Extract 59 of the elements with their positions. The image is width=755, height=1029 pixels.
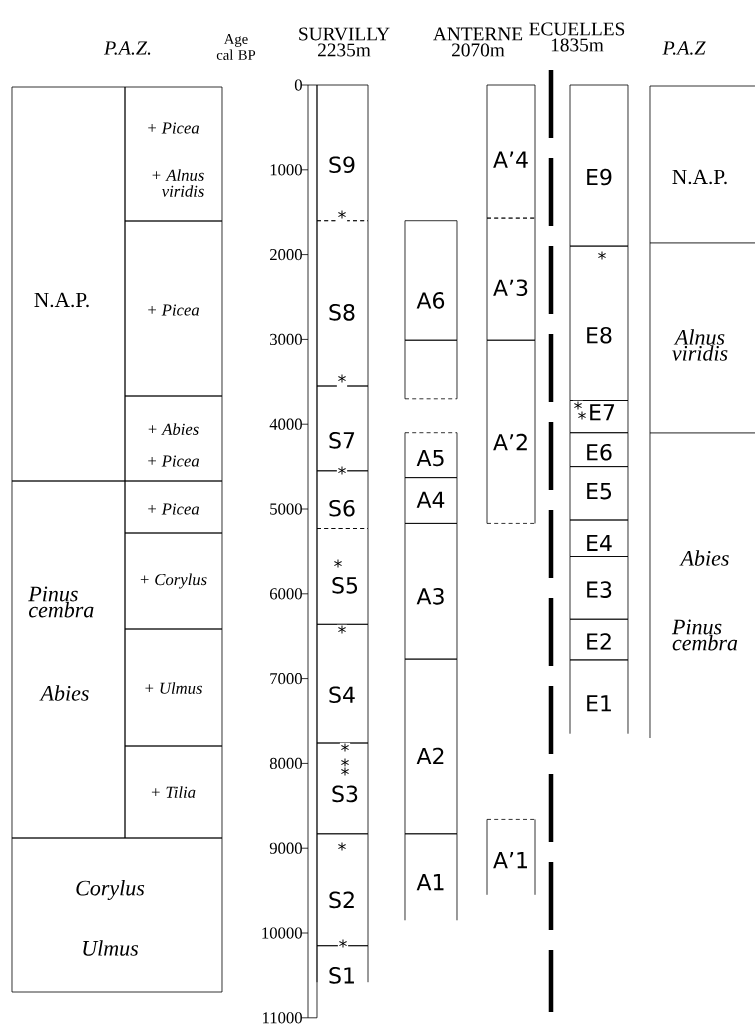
zone-cell: Corylus Ulmus (11, 837, 223, 993)
asterisk-mark: * (336, 624, 348, 640)
column-header: SURVILLY 2235m (299, 27, 390, 57)
zone-box: E4 (569, 519, 629, 557)
zone-box: A’1 (486, 819, 536, 896)
zone-box: A’3 (486, 217, 536, 341)
zone-box: E6 (569, 432, 629, 467)
zone-cell: + Picea + Alnus viridis (124, 86, 223, 222)
zone-box: E1 (569, 659, 629, 735)
zone-box: A3 (404, 523, 458, 660)
column-header: P.A.Z (662, 41, 706, 55)
zone-box: A6 (404, 220, 458, 341)
zone-box: A’4 (486, 84, 536, 219)
asterisk-mark: * (339, 742, 351, 758)
zone-box: A2 (404, 658, 458, 835)
zone-box: A5 (404, 432, 458, 478)
asterisk-mark: * (336, 209, 348, 225)
tick-label: 5000 (270, 503, 302, 515)
tick-label: 0 (294, 79, 302, 91)
asterisk-mark: * (336, 841, 348, 857)
zone-box (404, 339, 458, 400)
asterisk-mark: * (337, 938, 349, 954)
column-header: P.A.Z. (103, 41, 151, 55)
zone-cell: Abies Pinus cembra (649, 432, 755, 739)
tick-label: 6000 (270, 588, 302, 600)
tick-label: 8000 (269, 757, 302, 770)
zone-cell: + Abies + Picea (124, 395, 223, 482)
zone-cell: + Ulmus (124, 628, 223, 747)
asterisk-mark: * (336, 373, 348, 389)
zone-cell: Pinus cembra Abies (11, 480, 126, 839)
tick-label: 7000 (270, 673, 302, 685)
tick-label: 11000 (263, 1012, 302, 1024)
zone-cell: + Tilia (124, 745, 223, 839)
zone-box: A1 (404, 833, 458, 921)
tick-label: 3000 (270, 333, 302, 346)
zone-cell: Alnus viridis (649, 242, 755, 434)
zone-box: E9 (569, 84, 629, 247)
tick-label: 1000 (270, 164, 302, 176)
zone-box: E3 (569, 556, 629, 620)
zone-cell: + Corylus (124, 532, 223, 630)
zone-box: A4 (404, 477, 458, 524)
zone-cell: N.A.P. (11, 86, 126, 482)
zone-cell: + Picea (124, 220, 223, 397)
zone-cell: + Picea (124, 480, 223, 534)
asterisk-mark: * (596, 250, 608, 266)
zone-box: A’2 (486, 339, 536, 524)
zone-box: E5 (569, 466, 629, 521)
zone-cell: N.A.P. (649, 85, 755, 244)
zone-box: E2 (569, 618, 629, 661)
asterisk-mark: * (336, 465, 348, 481)
tick-label: 4000 (269, 418, 302, 430)
asterisk-mark: * (339, 766, 351, 782)
tick-label: 9000 (269, 842, 302, 854)
axis-title: Age cal BP (216, 34, 256, 60)
tick-label: 2000 (270, 249, 302, 261)
column-header: ANTERNE 2070m (433, 27, 523, 57)
column-header: ECUELLES 1835m (529, 22, 625, 52)
tick-label: 10000 (262, 927, 302, 939)
asterisk-mark: * (332, 558, 344, 574)
